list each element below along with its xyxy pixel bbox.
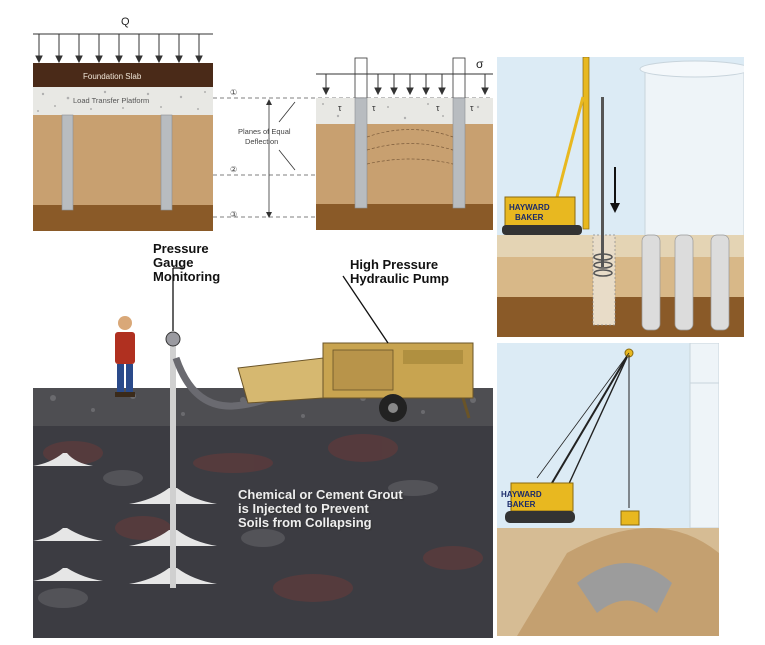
injection-pipe (170, 338, 176, 588)
rig-mast (582, 57, 590, 230)
plane-marker-1: ① (230, 88, 237, 97)
rig-svg: HAYWARD BAKER (497, 57, 744, 337)
pressure-gauge (165, 331, 181, 347)
stone-column-3 (710, 234, 730, 331)
load-transfer-diagram: Q Foundation Slab Load Transfer Platform (33, 12, 493, 234)
crane-weight (620, 510, 640, 526)
crane-illustration: HAYWARD BAKER (497, 343, 719, 636)
plane-marker-3: ③ (230, 210, 237, 219)
planes-label-line1: Planes of Equal (238, 127, 291, 136)
right-bearing-layer (316, 204, 493, 230)
stone-column-2 (674, 234, 694, 331)
plane-marker-2: ② (230, 165, 237, 174)
stone-column-1 (641, 234, 661, 331)
bearing-layer (33, 205, 213, 231)
ltp-label: Load Transfer Platform (73, 96, 149, 105)
grout-bulbs (33, 453, 217, 584)
grouting-svg (33, 238, 493, 638)
planes-label-line2: Deflection (245, 137, 278, 146)
tau-label-1: τ (338, 103, 342, 113)
drilling-rig-illustration: HAYWARD BAKER (497, 57, 744, 337)
hydraulic-pump-trailer (237, 342, 474, 422)
right-inclusion-a (354, 97, 368, 209)
load-q-label: Q (121, 16, 130, 28)
load-transfer-platform (33, 87, 213, 115)
foundation-slab (33, 63, 213, 87)
crane-logo-line2: BAKER (507, 500, 536, 509)
rig-tracks (502, 225, 582, 235)
drill-hole (592, 234, 616, 326)
crane-logo-line1: HAYWARD (501, 490, 542, 499)
crane-tracks (505, 511, 575, 523)
rig-logo-line2: BAKER (515, 213, 544, 222)
right-ltp (316, 98, 493, 124)
tau-label-4: τ (470, 103, 474, 113)
crane-svg: HAYWARD BAKER (497, 343, 719, 636)
building-edge (689, 343, 719, 529)
worker-figure (115, 316, 135, 397)
auger-shaft (601, 97, 604, 267)
tau-label-3: τ (436, 103, 440, 113)
right-inclusion-b (452, 97, 466, 209)
left-foundation-section: Q Foundation Slab Load Transfer Platform (33, 16, 213, 231)
crane-boom (551, 352, 630, 484)
densified-zone (577, 563, 672, 613)
hydraulic-pump-callout: High Pressure Hydraulic Pump (350, 257, 449, 286)
crane-body (510, 482, 574, 512)
rig-logo-line1: HAYWARD (509, 203, 550, 212)
pressure-gauge-callout: Pressure Gauge Monitoring (153, 241, 221, 284)
grout-description: Chemical or Cement Grout is Injected to … (238, 487, 403, 530)
rigid-inclusion-right (160, 114, 173, 211)
rigid-inclusion-left (61, 114, 74, 211)
rig-body (504, 196, 576, 228)
slab-label: Foundation Slab (83, 72, 142, 81)
right-foundation-section: σ τ τ τ τ (316, 57, 493, 230)
soil-layer (33, 115, 213, 205)
grouting-illustration: Pressure Gauge Monitoring High Pressure … (33, 238, 493, 638)
right-soil-layer (316, 124, 493, 204)
load-transfer-svg: Q Foundation Slab Load Transfer Platform (33, 16, 493, 231)
tau-label-2: τ (372, 103, 376, 113)
stress-sigma-label: σ (476, 57, 484, 71)
